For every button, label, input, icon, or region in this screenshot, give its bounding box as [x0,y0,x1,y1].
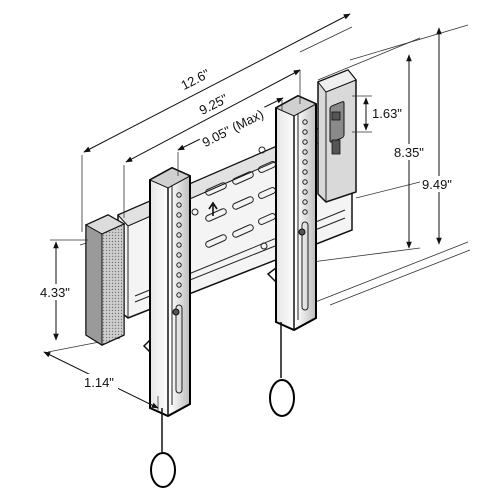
pull-cord-right [269,322,295,417]
right-vertical-rail [266,94,318,332]
label-spacer-height: 4.33" [40,285,70,300]
label-inner-height: 8.35" [394,145,424,160]
pull-cord-left [150,408,176,488]
right-end-bracket [317,69,357,203]
left-rail-holes [175,192,183,394]
up-arrow-icon [208,201,218,216]
label-depth: 1.14" [84,375,114,390]
label-overall-height: 9.49" [422,177,452,192]
label-slot-height: 1.63" [372,106,402,121]
left-spacer-block [84,214,126,346]
left-vertical-rail [142,166,192,418]
